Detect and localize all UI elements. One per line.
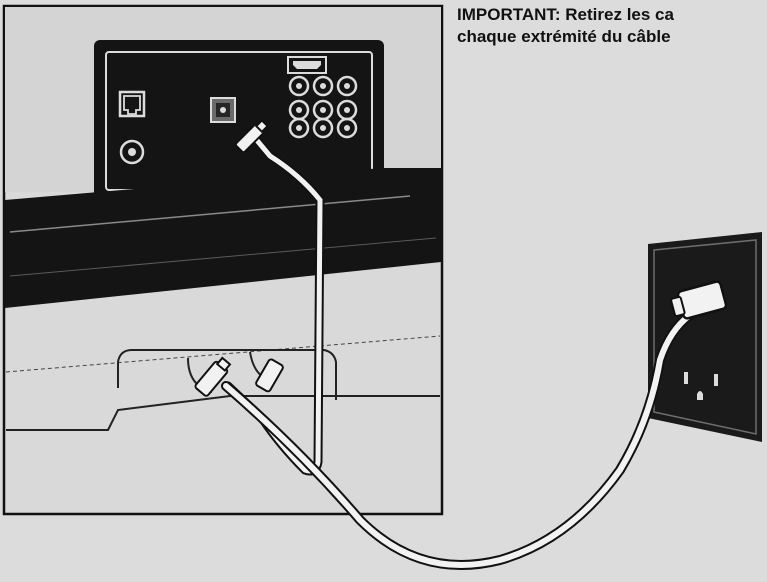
coax-port-icon bbox=[119, 139, 145, 165]
port-panel bbox=[94, 40, 384, 202]
rca-jack-icon bbox=[288, 117, 310, 139]
power-cable bbox=[194, 280, 728, 570]
note-line-1: IMPORTANT: Retirez les ca bbox=[457, 5, 674, 24]
note-line-2: chaque extrémité du câble bbox=[457, 27, 671, 46]
tv-base bbox=[5, 168, 441, 308]
rca-jack-icon bbox=[312, 117, 334, 139]
rca-jack-icon bbox=[336, 117, 358, 139]
optical-plug-icon bbox=[234, 119, 269, 154]
rca-jack-icon bbox=[312, 75, 334, 97]
ethernet-port-icon bbox=[118, 90, 146, 118]
power-plug-tv-icon bbox=[194, 356, 232, 397]
power-plug-icon bbox=[670, 280, 728, 320]
rca-jack-icon bbox=[336, 75, 358, 97]
hdmi-port-icon bbox=[287, 56, 327, 74]
important-note: IMPORTANT: Retirez les ca chaque extrémi… bbox=[457, 4, 767, 48]
optical-audio-port-icon bbox=[210, 97, 236, 123]
power-plug-cabinet-icon bbox=[255, 358, 284, 393]
rca-jack-icon bbox=[288, 75, 310, 97]
rca-jacks bbox=[288, 75, 358, 139]
wall-outlet-icon bbox=[648, 232, 762, 442]
